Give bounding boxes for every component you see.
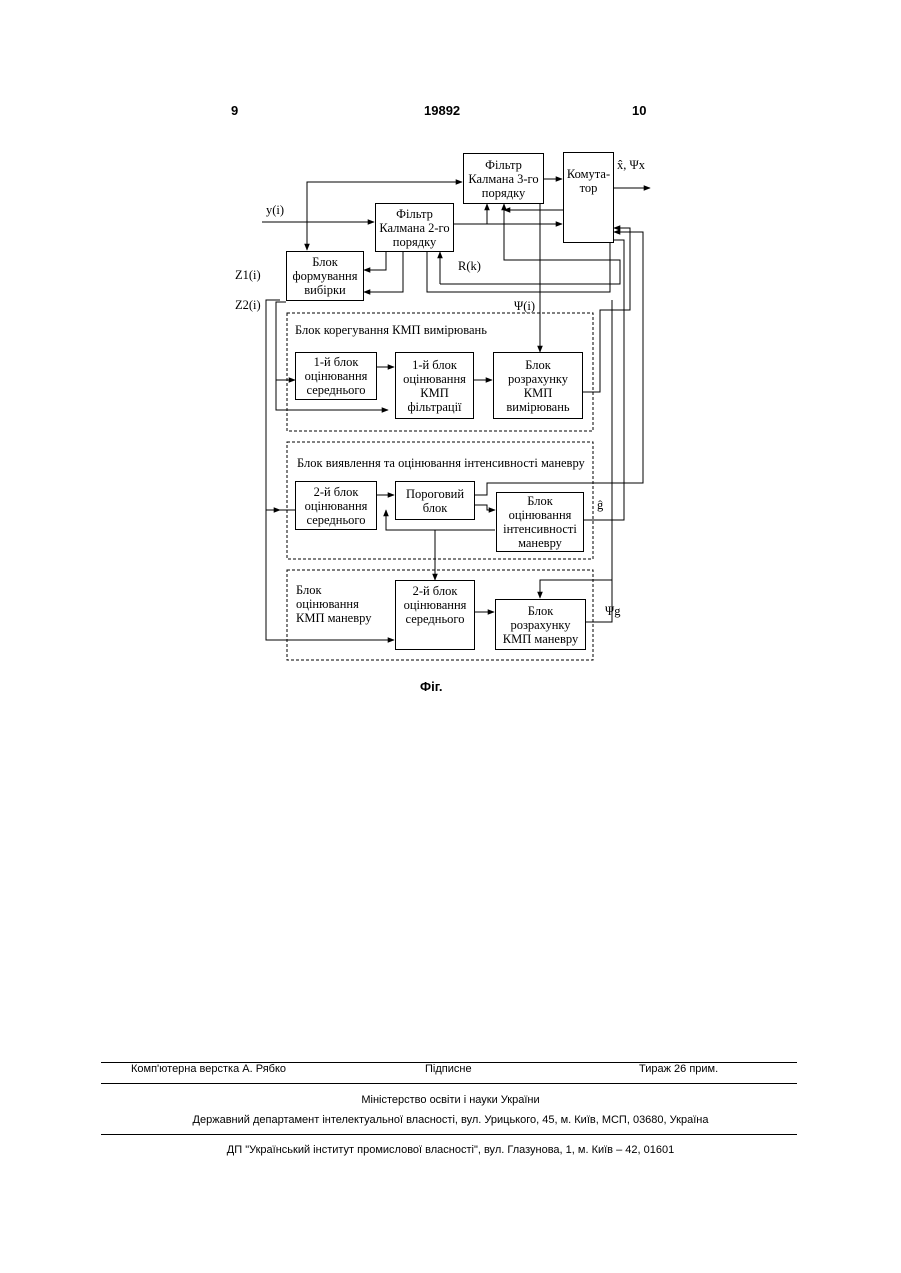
kalman-2nd-order-filter: Фільтр Калмана 2-го порядку (375, 203, 454, 252)
footer-institute: ДП "Український інститут промислової вла… (0, 1144, 901, 1156)
kmp-measurement-calc-block: Блок розрахунку КМП вимірювань (493, 352, 583, 419)
footer-ministry: Міністерство освіти і науки України (0, 1094, 901, 1106)
label-z1: Z1(i) (235, 268, 261, 283)
first-kmp-filtration-block: 1-й блок оцінювання КМП фільтрації (395, 352, 474, 419)
label-output: x̂, Ψx (617, 158, 645, 173)
group-title-detection: Блок виявлення та оцінювання інтенсивнос… (297, 456, 585, 470)
maneuver-kmp-calc-block: Блок розрахунку КМП маневру (495, 599, 586, 650)
footer-circulation: Тираж 26 прим. (639, 1063, 718, 1075)
switch-block: Комута- тор (563, 152, 614, 243)
sample-forming-block: Блок формування вибірки (286, 251, 364, 301)
label-g-hat: ĝ (597, 498, 603, 513)
label-psi-i: Ψ(i) (514, 299, 535, 314)
second-mean-estimation-block-b: 2-й блок оцінювання середнього (395, 580, 475, 650)
footer-rule-mid (101, 1083, 797, 1084)
footer-signed: Підписне (425, 1063, 472, 1075)
label-psi-g: Ψg (605, 604, 620, 619)
group-title-maneuver: Блок оцінювання КМП маневру (296, 583, 371, 625)
footer-layout-credit: Комп'ютерна верстка А. Рябко (131, 1063, 286, 1075)
kalman-3rd-order-filter: Фільтр Калмана 3-го порядку (463, 153, 544, 204)
footer-rule-bottom (101, 1134, 797, 1135)
label-r: R(k) (458, 259, 481, 274)
second-mean-estimation-block: 2-й блок оцінювання середнього (295, 481, 377, 530)
first-mean-estimation-block: 1-й блок оцінювання середнього (295, 352, 377, 400)
threshold-block: Пороговий блок (395, 481, 475, 520)
footer-department: Державний департамент інтелектуальної вл… (0, 1114, 901, 1126)
group-title-correction: Блок корегування КМП вимірювань (295, 323, 487, 337)
label-y-input: y(i) (266, 203, 284, 218)
maneuver-intensity-estimation-block: Блок оцінювання інтенсивності маневру (496, 492, 584, 552)
label-z2: Z2(i) (235, 298, 261, 313)
figure-caption: Фіг. (420, 679, 442, 694)
